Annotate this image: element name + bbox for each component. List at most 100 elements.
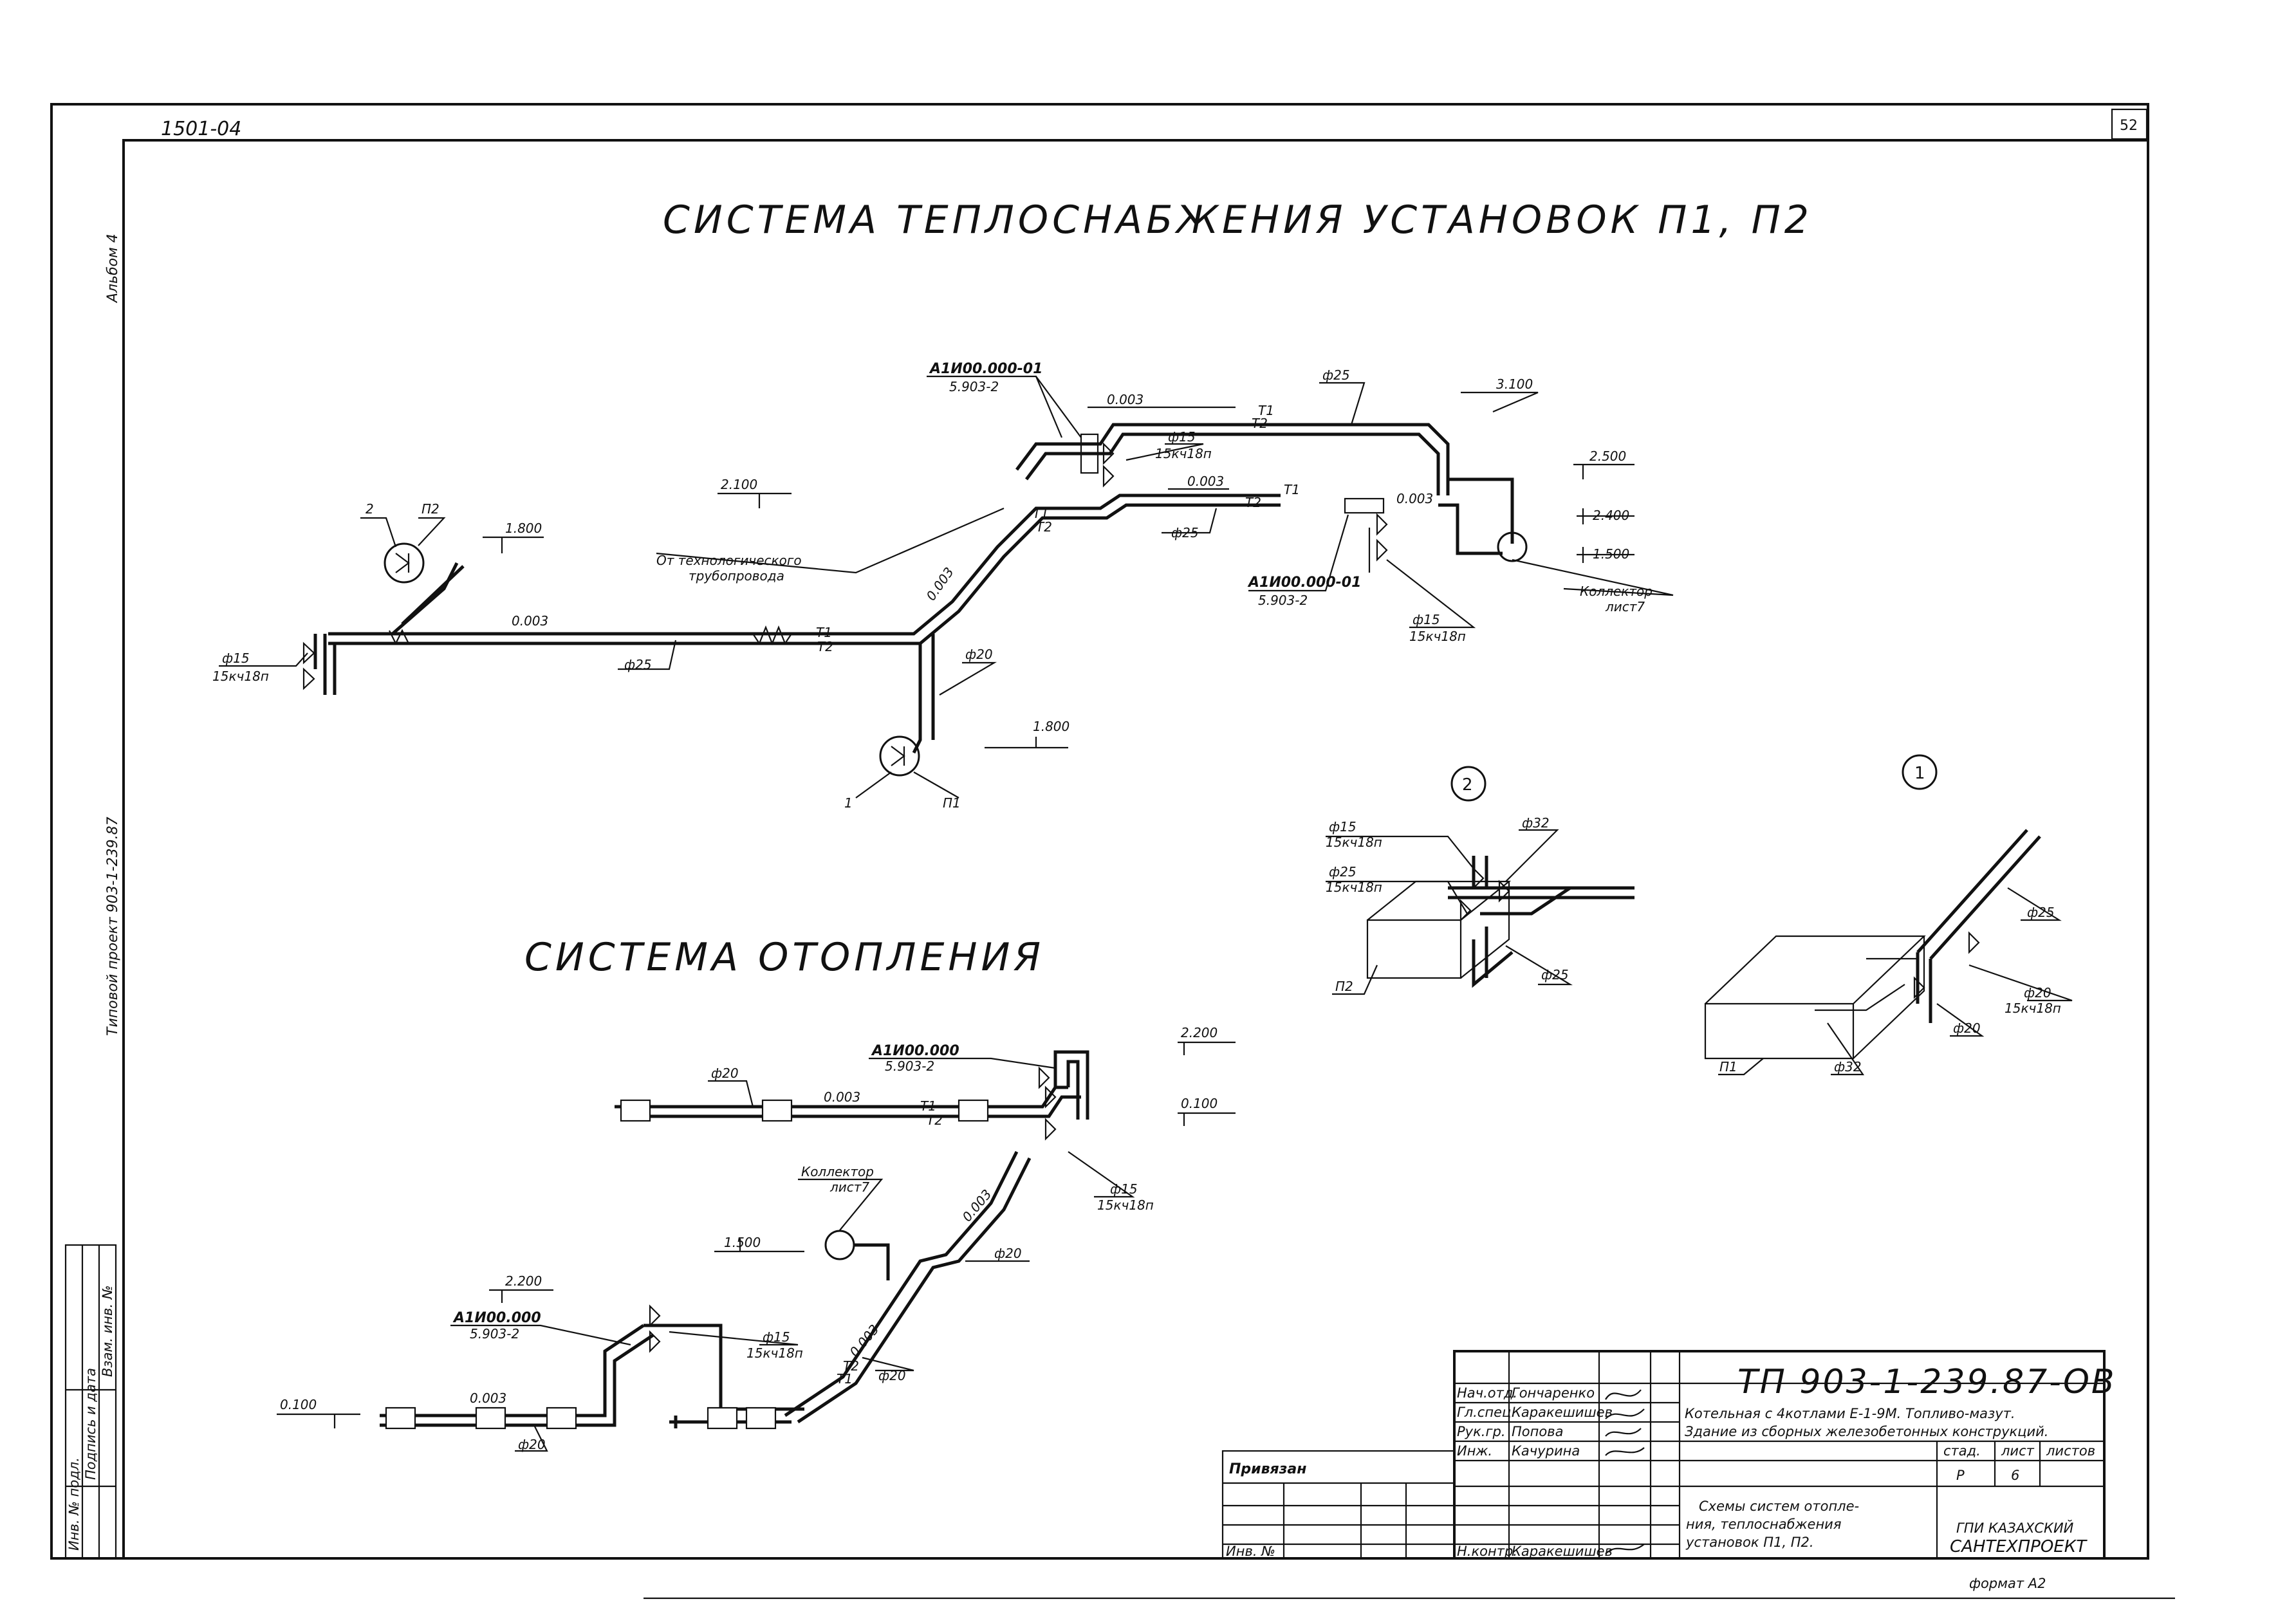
heat-collector-2: лист7 xyxy=(829,1179,869,1195)
detail1-d20: ф20 xyxy=(2024,985,2051,1001)
detail2-valve2: 15кч18п xyxy=(1326,880,1382,895)
heat-node-a-sub: 5.903-2 xyxy=(885,1058,934,1074)
heating-upper-run-b xyxy=(624,1095,1081,1118)
side-stamp: Инв. № подл. Подпись и дата Взам. инв. № xyxy=(64,1244,117,1560)
radiator-b2 xyxy=(475,1407,506,1430)
heat-valve-b: 15кч18п xyxy=(746,1345,803,1361)
outer-frame xyxy=(50,103,2149,1560)
heat-leader-node-a xyxy=(869,1057,1056,1069)
leader-3100 xyxy=(1461,391,1539,413)
radiator-a2 xyxy=(761,1099,793,1122)
mark2-label: 2 xyxy=(366,501,374,517)
detail1-p1: П1 xyxy=(1719,1059,1737,1075)
heat-node-b: А1И00.000 xyxy=(452,1310,541,1326)
t2-main: Т2 xyxy=(817,639,833,654)
detail-2: 2 ф15 15кч18п ф32 ф25 15кч18п ф25 П2 xyxy=(1326,766,1634,995)
detail2-number: 2 xyxy=(1462,775,1473,795)
collector-label-1: Коллектор xyxy=(1580,584,1653,599)
leader-d15-right xyxy=(1386,559,1476,629)
heat-leader-d15b xyxy=(669,1331,799,1346)
heat-d15: ф15 xyxy=(1110,1181,1138,1197)
heat-node-b-sub: 5.903-2 xyxy=(470,1326,519,1342)
fitting-top xyxy=(1080,433,1099,474)
detail2-d25b: ф25 xyxy=(1541,967,1569,983)
t1-main: Т1 xyxy=(816,625,832,640)
heat-leader-d15 xyxy=(1068,1151,1135,1198)
name-1: Каракешишев xyxy=(1512,1405,1613,1420)
fitting-right xyxy=(1344,497,1385,514)
d15-top: ф15 xyxy=(1168,429,1196,445)
leader-1500 xyxy=(1577,547,1634,563)
compensator-2 xyxy=(389,629,409,645)
heater-p1-symbol xyxy=(891,746,905,766)
t2-top: Т2 xyxy=(1252,416,1268,431)
detail2-circle xyxy=(1450,766,1486,802)
heating-lower-run-b xyxy=(380,1333,654,1427)
leader-from-tech xyxy=(656,507,1005,574)
heat-level-0100a: 0.100 xyxy=(1181,1096,1218,1111)
leader-1800a xyxy=(483,536,544,553)
heating-upper-run xyxy=(615,1085,1068,1109)
level-1800b: 1.800 xyxy=(1033,719,1070,734)
valves-top xyxy=(1102,442,1115,488)
heating-diagonal-b xyxy=(797,1157,1032,1424)
detail1-valve: 15кч18п xyxy=(2005,1001,2061,1016)
from-tech-2: трубопровода xyxy=(689,568,784,584)
riser-a xyxy=(1053,1050,1089,1120)
title-block: Привязан Инв. № ТП 903-1-239.87-ОВ Нач.о… xyxy=(1221,1350,2115,1560)
title-heating: СИСТЕМА ОТОПЛЕНИЯ xyxy=(524,935,1044,980)
org-line-1: ГПИ КАЗАХСКИЙ xyxy=(1956,1520,2074,1536)
detail1-number: 1 xyxy=(1914,764,1925,783)
side-stamp-col3: Взам. инв. № xyxy=(100,1285,115,1377)
side-stamp-col1: Инв. № подл. xyxy=(66,1457,82,1551)
p2-label: П2 xyxy=(421,501,440,517)
detail2-valves xyxy=(1459,867,1510,922)
level-2100: 2.100 xyxy=(721,477,757,492)
leader-2500 xyxy=(1573,463,1634,479)
drawing-line-3: установок П1, П2. xyxy=(1685,1535,1814,1550)
detail1-d25: ф25 xyxy=(2027,905,2055,920)
role-0: Нач.отд. xyxy=(1457,1385,1517,1401)
heat-leader-d20a xyxy=(708,1080,754,1107)
leader-node-bottom xyxy=(1248,514,1349,592)
drawing-line-2: ния, теплоснабжения xyxy=(1686,1517,1841,1532)
radiator-b5 xyxy=(745,1407,777,1430)
unit-p2-box xyxy=(1366,880,1512,979)
d15-left: ф15 xyxy=(222,651,250,666)
level-1800a: 1.800 xyxy=(505,521,542,536)
pipe-t1-main xyxy=(328,494,1281,636)
detail1-valves xyxy=(1913,931,1980,999)
t1-mid: Т1 xyxy=(1284,482,1300,497)
level-2400: 2.400 xyxy=(1593,508,1629,523)
left-valves xyxy=(302,641,315,690)
pipe-up-p2b xyxy=(401,565,465,625)
slope-main: 0.003 xyxy=(512,613,548,629)
radiator-b1 xyxy=(385,1407,416,1430)
heat-supply-scheme: А1И00.000-01 5.903-2 0.003 Т1 Т2 ф25 3.1… xyxy=(212,361,1674,811)
detail1-leaders xyxy=(1718,887,2073,1076)
detail1-connection xyxy=(1815,957,1918,1011)
heat-d15b: ф15 xyxy=(763,1329,790,1345)
album-label: Альбом 4 xyxy=(105,234,121,304)
t1-top: Т1 xyxy=(1258,403,1274,418)
page-number-box xyxy=(2111,108,2148,140)
pipe-t2-upper xyxy=(1025,432,1440,495)
stamp-frame xyxy=(1453,1350,2106,1560)
heat-leader-2200b xyxy=(489,1289,553,1303)
pipe-collector-b xyxy=(1438,503,1503,555)
leader-node-top xyxy=(927,375,1082,438)
leader-2400 xyxy=(1577,508,1634,524)
radiator-b3 xyxy=(546,1407,577,1430)
side-stamp-frame xyxy=(64,1244,117,1560)
detail2-d15: ф15 xyxy=(1329,819,1357,835)
signatures xyxy=(1605,1389,1645,1555)
unit-p1-box xyxy=(1704,935,1926,1060)
leader-collector xyxy=(1512,558,1674,596)
d20-label: ф20 xyxy=(965,647,993,662)
heat-valve: 15кч18п xyxy=(1097,1197,1154,1213)
heat-slope-a: 0.003 xyxy=(824,1089,860,1105)
radiator-a3 xyxy=(958,1099,989,1122)
heat-t2-c: Т2 xyxy=(843,1358,859,1374)
d25-main: ф25 xyxy=(624,657,652,672)
name-0: Гончаренко xyxy=(1512,1385,1595,1401)
